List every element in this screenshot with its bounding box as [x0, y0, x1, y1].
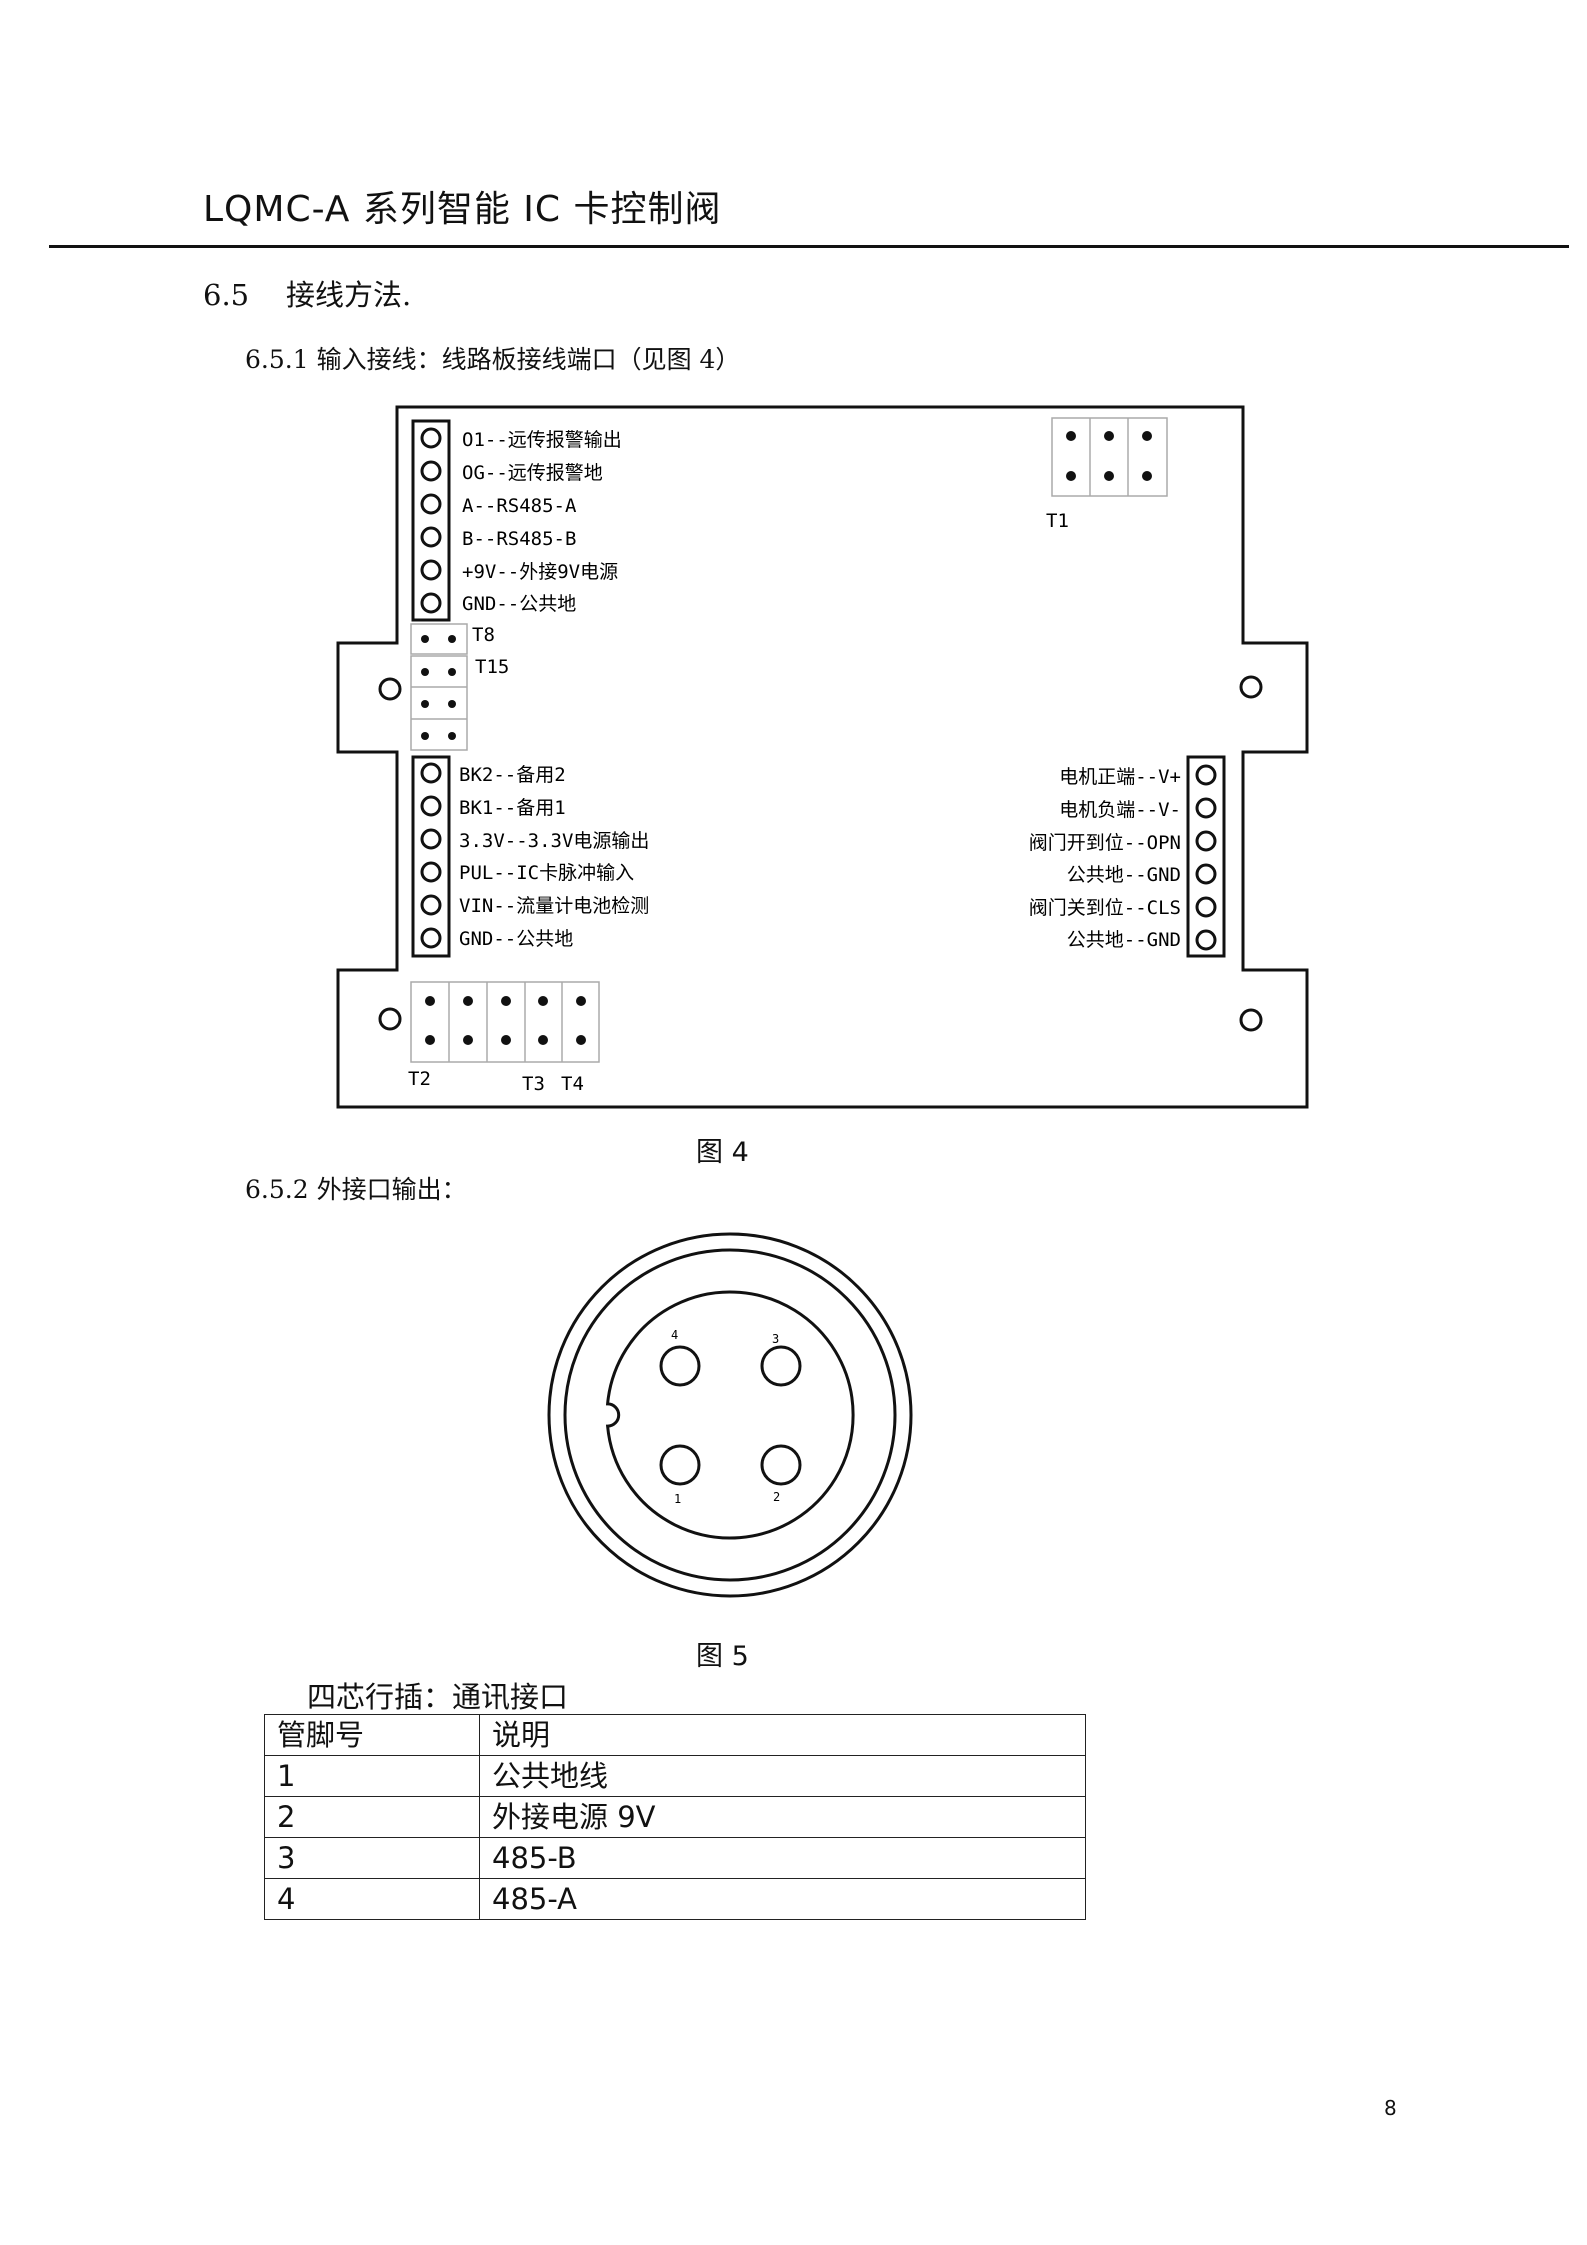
terminal-pin	[420, 559, 442, 581]
table-cell: 485-A	[479, 1878, 1086, 1920]
connector-diagram: 4 3 1 2	[547, 1232, 913, 1598]
mounting-hole	[1239, 675, 1263, 699]
table-row: 2 外接电源 9V	[264, 1796, 1086, 1838]
jumper-t8	[410, 623, 468, 655]
left-bottom-label: BK1--备用1	[459, 797, 566, 819]
section-number: 6.5	[203, 278, 250, 312]
right-label: 电机负端--V-	[1059, 799, 1181, 821]
pin-3-label: 3	[772, 1332, 779, 1346]
table-row: 3 485-B	[264, 1837, 1086, 1879]
subsection-1-heading: 6.5.1 输入接线：线路板接线端口（见图 4）	[245, 340, 740, 376]
terminal-pin	[420, 526, 442, 548]
terminal-pin	[420, 927, 442, 949]
jumper-t1-label: T1	[1046, 510, 1069, 532]
left-bottom-label: BK2--备用2	[459, 764, 566, 786]
left-bottom-terminal-block	[411, 755, 451, 958]
left-bottom-label: GND--公共地	[459, 928, 573, 950]
terminal-pin	[420, 427, 442, 449]
subsection-2-number: 6.5.2	[245, 1175, 309, 1204]
terminal-pin	[420, 894, 442, 916]
terminal-pin	[1195, 863, 1217, 885]
table-cell: 3	[264, 1837, 480, 1879]
left-top-label: O1--远传报警输出	[462, 429, 622, 451]
terminal-pin	[420, 493, 442, 515]
board-outline	[336, 405, 1309, 1109]
table-cell: 4	[264, 1878, 480, 1920]
connector-pin-4	[659, 1345, 701, 1387]
left-top-label: GND--公共地	[462, 593, 576, 615]
header-rule	[49, 245, 1569, 248]
jumper-t1	[1051, 417, 1168, 497]
left-top-label: B--RS485-B	[462, 528, 576, 550]
jumper-t8-label: T8	[472, 624, 495, 646]
pin-1-label: 1	[674, 1492, 681, 1506]
table-header-cell: 管脚号	[264, 1714, 480, 1756]
connector-outer-ring	[547, 1232, 913, 1598]
table-header-cell: 说明	[479, 1714, 1086, 1756]
left-bottom-label: PUL--IC卡脉冲输入	[459, 862, 634, 884]
left-top-label: OG--远传报警地	[462, 462, 603, 484]
jumper-t2-t3-t4	[410, 981, 600, 1063]
connector-pin-3	[760, 1345, 802, 1387]
terminal-pin	[1195, 764, 1217, 786]
jumper-t15-label: T15	[475, 656, 509, 678]
table-title: 四芯行插：通讯接口	[307, 1680, 569, 1714]
connector-pin-1	[659, 1444, 701, 1486]
terminal-pin	[420, 460, 442, 482]
right-label: 阀门关到位--CLS	[1029, 897, 1181, 919]
document-title: LQMC-A 系列智能 IC 卡控制阀	[203, 189, 722, 230]
connector-middle-ring	[563, 1248, 897, 1582]
circuit-board-diagram: O1--远传报警输出 OG--远传报警地 A--RS485-A B--RS485…	[336, 405, 1309, 1109]
table-cell: 外接电源 9V	[479, 1796, 1086, 1838]
mounting-hole	[378, 677, 402, 701]
figure-5-caption: 图 5	[696, 1641, 749, 1672]
jumper-t4-label: T4	[561, 1073, 584, 1095]
mounting-hole	[1239, 1008, 1263, 1032]
page-number: 8	[1384, 2096, 1397, 2120]
terminal-pin	[1195, 797, 1217, 819]
right-label: 公共地--GND	[1067, 864, 1181, 886]
table-cell: 公共地线	[479, 1755, 1086, 1797]
jumper-t15	[410, 655, 468, 751]
left-bottom-label: 3.3V--3.3V电源输出	[459, 830, 649, 852]
table-cell: 485-B	[479, 1837, 1086, 1879]
mounting-hole	[378, 1007, 402, 1031]
right-label: 电机正端--V+	[1059, 766, 1181, 788]
section-title: 接线方法.	[286, 278, 412, 312]
terminal-pin	[1195, 929, 1217, 951]
table-cell: 2	[264, 1796, 480, 1838]
terminal-pin	[1195, 830, 1217, 852]
subsection-2-title: 外接口输出：	[316, 1175, 467, 1204]
subsection-1-title: 输入接线：线路板接线端口（见图 4）	[316, 345, 741, 374]
left-top-label: A--RS485-A	[462, 495, 577, 517]
pin-2-label: 2	[773, 1490, 780, 1504]
right-label: 公共地--GND	[1067, 929, 1181, 951]
terminal-pin	[420, 795, 442, 817]
left-bottom-label: VIN--流量计电池检测	[459, 895, 649, 917]
table-header-row: 管脚号 说明	[264, 1714, 1086, 1756]
jumper-t2-label: T2	[408, 1068, 431, 1090]
pin-4-label: 4	[671, 1328, 678, 1342]
terminal-pin	[420, 592, 442, 614]
jumper-t3-label: T3	[522, 1073, 545, 1095]
table-row: 1 公共地线	[264, 1755, 1086, 1797]
terminal-pin	[1195, 896, 1217, 918]
subsection-1-number: 6.5.1	[245, 345, 309, 374]
figure-4-caption: 图 4	[696, 1137, 749, 1168]
connector-pin-2	[760, 1444, 802, 1486]
pin-table: 管脚号 说明 1 公共地线 2 外接电源 9V 3 485-B 4 485-A	[264, 1714, 1086, 1920]
terminal-pin	[420, 828, 442, 850]
right-label: 阀门开到位--OPN	[1029, 832, 1181, 854]
subsection-2-heading: 6.5.2 外接口输出：	[245, 1170, 467, 1206]
right-terminal-block	[1186, 755, 1226, 958]
connector-key-notch	[605, 1290, 855, 1540]
left-top-terminal-block	[411, 419, 451, 622]
terminal-pin	[420, 861, 442, 883]
table-cell: 1	[264, 1755, 480, 1797]
section-heading: 6.5 接线方法.	[203, 272, 411, 314]
left-top-label: +9V--外接9V电源	[462, 561, 618, 583]
table-row: 4 485-A	[264, 1878, 1086, 1920]
terminal-pin	[420, 762, 442, 784]
